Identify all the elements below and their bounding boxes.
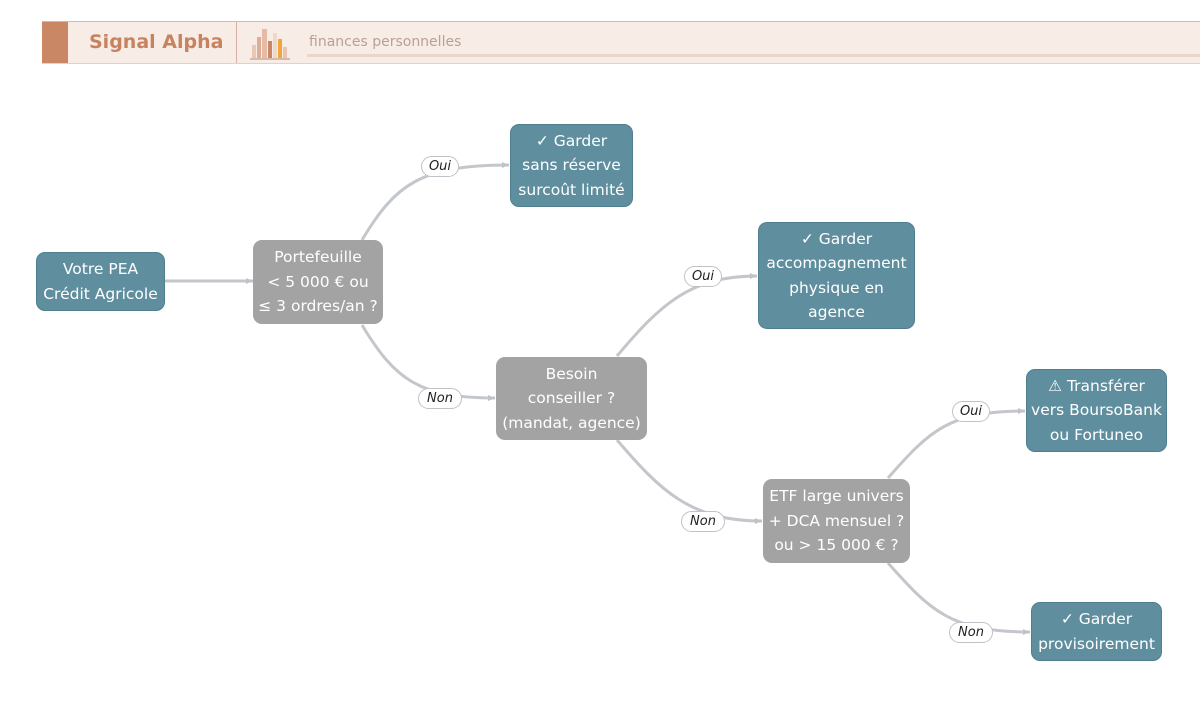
node-keep3-line-1: ✓ Garder	[1060, 610, 1133, 628]
node-keep2-line-4: agence	[808, 303, 865, 321]
node-transfer-line-1: ⚠ Transférer	[1048, 376, 1145, 395]
node-q3-line-3: ou > 15 000 € ?	[774, 536, 899, 555]
node-q1-line-2: < 5 000 € ou	[267, 272, 369, 291]
edge-label-q3-yes: Oui	[952, 401, 990, 422]
brand-title[interactable]: Signal Alpha	[89, 31, 224, 53]
node-keep2-line-2: accompagnement	[766, 254, 907, 272]
edge-q3-transfer	[886, 408, 1026, 479]
bar-chart-logo-icon	[250, 29, 290, 60]
node-keep2-line-3: physique en	[789, 278, 884, 297]
node-question-portfolio: Portefeuille < 5 000 € ou ≤ 3 ordres/an …	[253, 240, 383, 324]
banner-rule	[307, 54, 1200, 57]
node-keep1-line-3: surcoût limité	[518, 180, 625, 199]
node-transfer-line-2: vers BoursoBank	[1031, 401, 1162, 420]
node-keep1-line-2: sans réserve	[522, 156, 621, 175]
edge-label-q3-no: Non	[949, 622, 993, 643]
node-keep3-line-2: provisoirement	[1038, 634, 1155, 653]
header-banner: Signal Alpha finances personnelles	[42, 21, 1200, 64]
node-keep-temporarily: ✓ Garder provisoirement	[1031, 602, 1162, 661]
node-q2-line-3: (mandat, agence)	[502, 413, 641, 432]
node-q3-line-2: + DCA mensuel ?	[768, 511, 905, 530]
edge-q1-q2	[360, 324, 496, 401]
banner-accent	[42, 22, 68, 63]
edge-q2-q3	[615, 439, 763, 524]
node-transfer: ⚠ Transférer vers BoursoBank ou Fortuneo	[1026, 369, 1167, 452]
node-keep2-line-1: ✓ Garder	[800, 229, 873, 248]
node-keep1-line-1: ✓ Garder	[535, 131, 608, 150]
edge-q2-keep2	[615, 273, 758, 357]
node-q1-line-1: Portefeuille	[274, 248, 362, 267]
banner-divider	[236, 22, 237, 63]
node-question-advisor: Besoin conseiller ? (mandat, agence)	[496, 357, 647, 440]
node-keep-without-reserve: ✓ Garder sans réserve surcoût limité	[510, 124, 633, 207]
node-start-line-1: Votre PEA	[62, 260, 139, 278]
node-start-line-2: Crédit Agricole	[43, 284, 158, 303]
edge-label-q1-yes: Oui	[421, 156, 459, 177]
node-q1-line-3: ≤ 3 ordres/an ?	[258, 297, 378, 316]
edge-label-q2-yes: Oui	[684, 266, 722, 287]
node-question-etf: ETF large univers + DCA mensuel ? ou > 1…	[763, 479, 910, 563]
node-q2-line-2: conseiller ?	[527, 389, 616, 408]
node-keep-agency-support: ✓ Garder accompagnement physique en agen…	[758, 222, 915, 329]
edge-q3-keep3	[886, 562, 1031, 635]
edge-q1-keep1	[360, 162, 510, 241]
edge-label-q1-no: Non	[418, 388, 462, 409]
node-q3-line-1: ETF large univers	[769, 487, 904, 506]
node-transfer-line-3: ou Fortuneo	[1049, 425, 1144, 444]
node-start: Votre PEA Crédit Agricole	[36, 252, 165, 311]
edge-label-q2-no: Non	[681, 511, 725, 532]
node-q2-line-1: Besoin	[545, 364, 598, 383]
brand-subtitle: finances personnelles	[309, 34, 462, 50]
